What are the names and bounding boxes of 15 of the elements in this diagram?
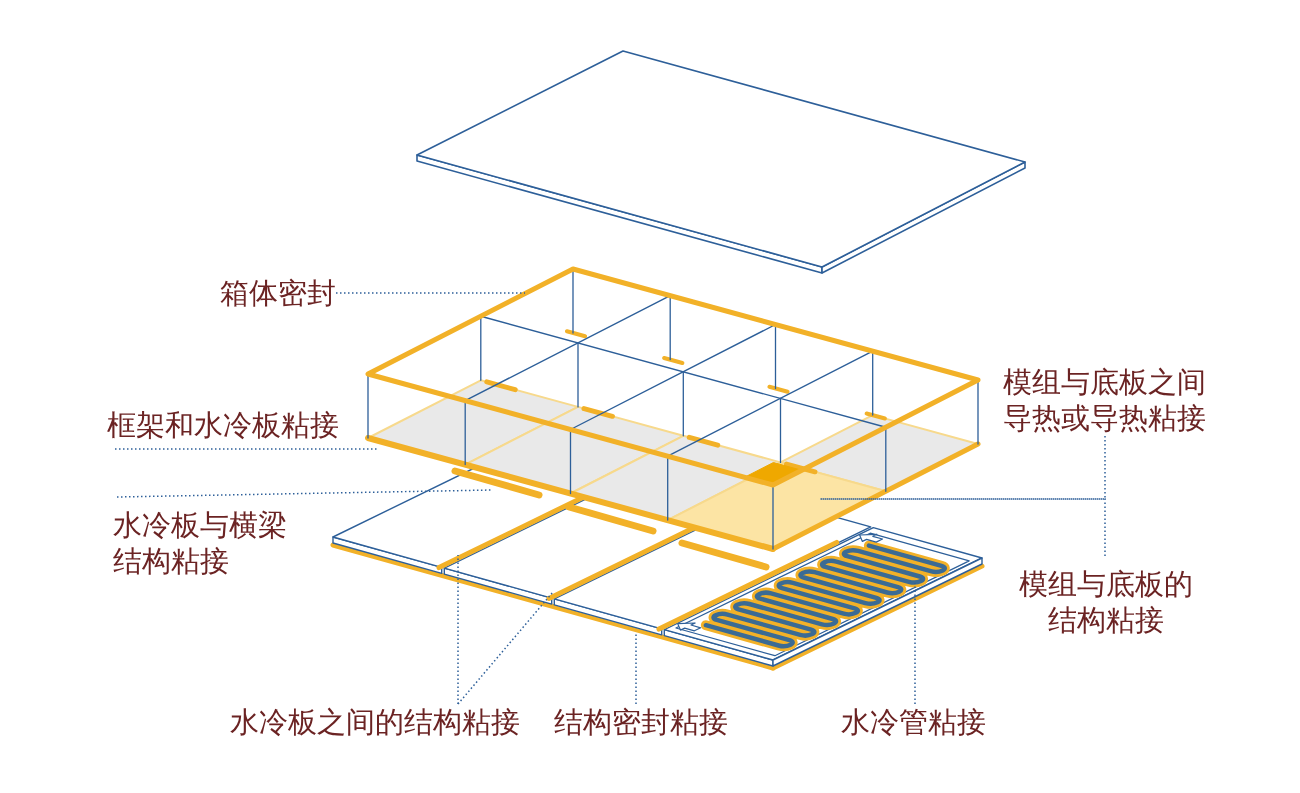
leader-line bbox=[819, 498, 1106, 557]
leader-line bbox=[116, 489, 493, 498]
callout-label: 模组与底板之间导热或导热粘接 bbox=[1003, 364, 1213, 436]
callout-label: 结构密封粘接 bbox=[554, 704, 728, 740]
leader-line bbox=[914, 582, 916, 705]
callout-label: 水冷板与横梁结构粘接 bbox=[113, 497, 295, 579]
callout-label: 箱体密封 bbox=[220, 275, 336, 311]
leader-line bbox=[457, 591, 554, 705]
leader-line bbox=[114, 448, 379, 450]
callout-label: 水冷板之间的结构粘接 bbox=[230, 704, 520, 740]
leader-line bbox=[635, 632, 637, 705]
callout-label: 模组与底板的结构粘接 bbox=[1013, 556, 1199, 638]
callout-label: 水冷管粘接 bbox=[841, 704, 986, 740]
leader-line bbox=[335, 292, 526, 294]
callout-label: 框架和水冷板粘接 bbox=[107, 407, 339, 449]
